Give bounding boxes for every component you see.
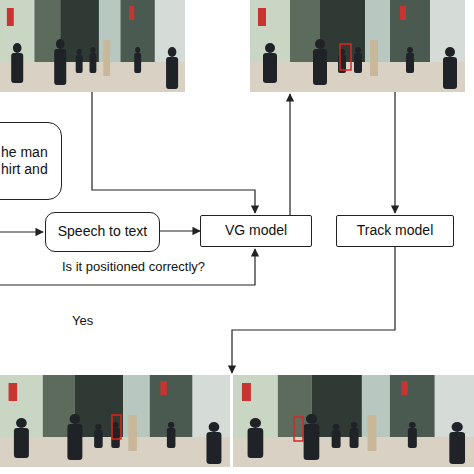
- node-text: VG model: [225, 222, 287, 240]
- query-box: he man hirt and: [0, 122, 62, 200]
- node-text: he man hirt and: [1, 144, 59, 179]
- tracking-box: [294, 417, 303, 441]
- node-text: Speech to text: [58, 223, 148, 241]
- node-text: Track model: [357, 222, 434, 240]
- answer-label: Yes: [72, 313, 93, 328]
- model-box: VG model: [200, 215, 312, 247]
- tracking-frame: [0, 375, 230, 467]
- tracking-frame: [233, 375, 474, 467]
- tracking-box: [112, 415, 121, 439]
- flow-arrow: [232, 247, 395, 373]
- model-box: Track model: [336, 215, 454, 247]
- flow-arrow: [289, 94, 290, 215]
- question-label: Is it positioned correctly?: [62, 259, 205, 274]
- process-box: Speech to text: [45, 212, 160, 252]
- flow-arrow: [0, 231, 43, 232]
- feedback-arrow: [0, 249, 255, 285]
- flow-arrow: [160, 230, 200, 231]
- flow-arrow: [92, 92, 255, 213]
- input-photo: [0, 0, 185, 92]
- grounded-photo: [250, 0, 465, 92]
- flow-arrow: [394, 92, 395, 213]
- grounding-box: [340, 44, 351, 70]
